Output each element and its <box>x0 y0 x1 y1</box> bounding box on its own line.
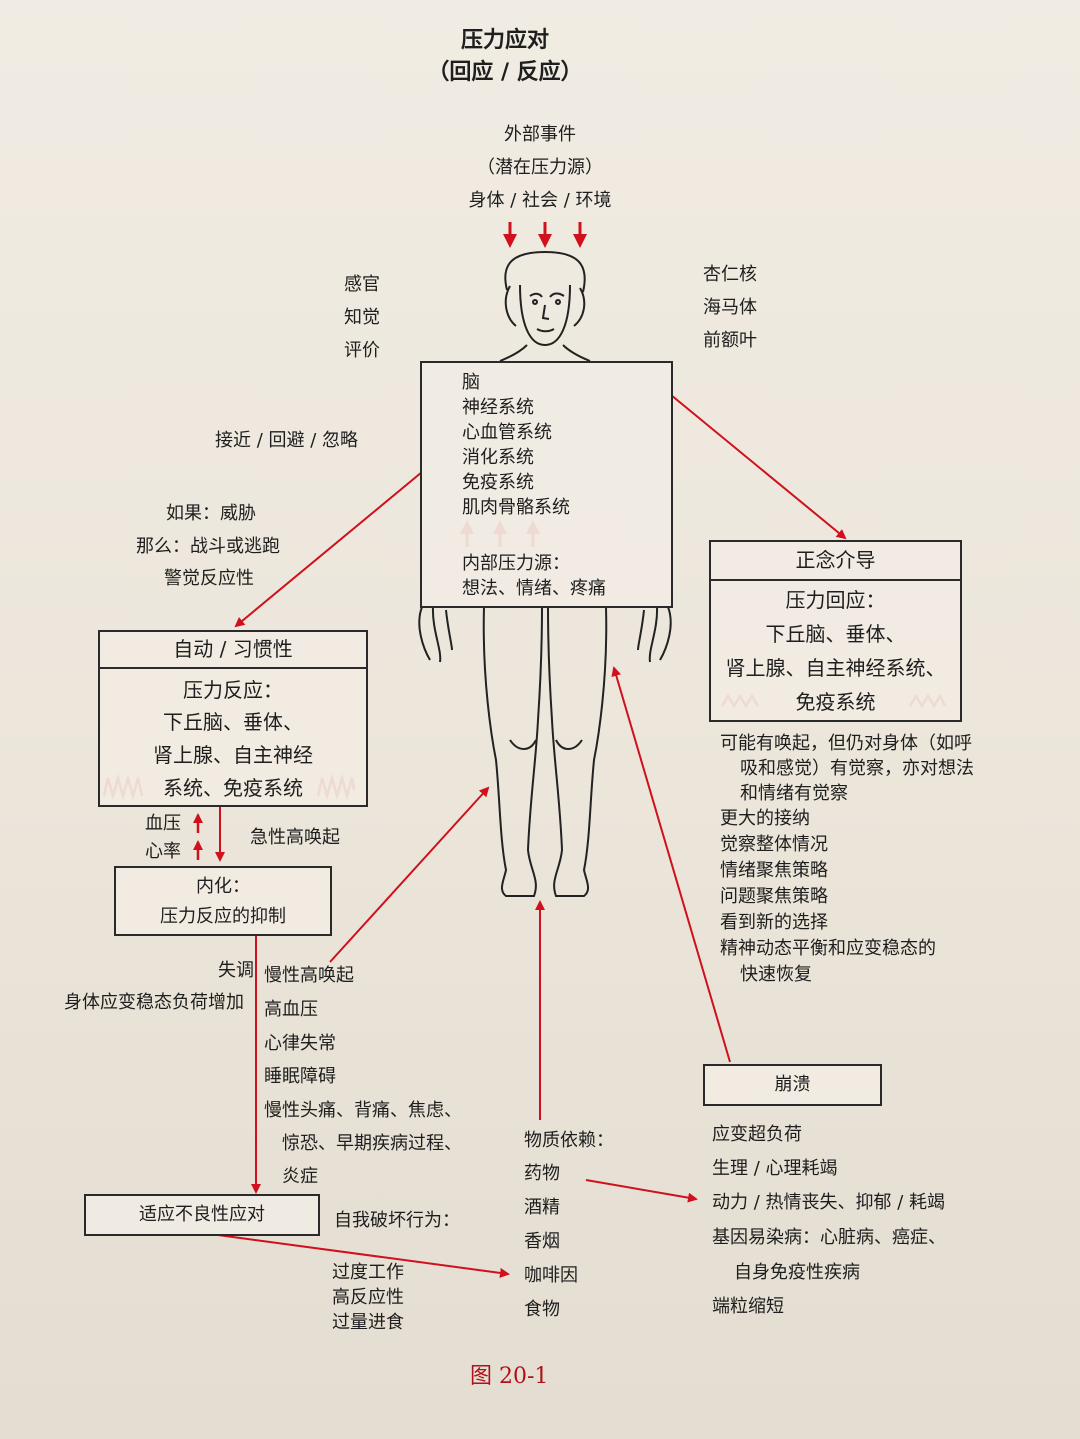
mindful-effect-1a: 可能有唤起，但仍对身体（如呼 <box>720 733 972 754</box>
inflammation: 炎症 <box>282 1166 318 1187</box>
stress-response-title: 压力回应： <box>785 588 886 612</box>
external-event-subtitle: （潜在压力源） <box>477 157 603 178</box>
substance-alcohol: 酒精 <box>524 1197 560 1218</box>
stress-reaction-line1: 下丘脑、垂体、 <box>163 710 303 734</box>
alarm-reactivity: 警觉反应性 <box>164 568 254 589</box>
external-event-types: 身体 / 社会 / 环境 <box>468 190 612 211</box>
diagram-title: 压力应对 <box>460 28 549 53</box>
stress-reaction-line2: 肾上腺、自主神经 <box>153 743 313 767</box>
threat-then: 那么：战斗或逃跑 <box>136 536 280 557</box>
substance-cigarettes: 香烟 <box>524 1231 560 1252</box>
stress-response-line2: 肾上腺、自主神经系统、 <box>725 656 946 680</box>
internalization-box: 内化： 压力反应的抑制 <box>114 866 332 936</box>
collapse-depression: 动力 / 热情丧失、抑郁 / 耗竭 <box>712 1192 946 1213</box>
allostatic-load-label: 身体应变稳态负荷增加 <box>64 992 244 1013</box>
internal-stressors-title: 内部压力源： <box>462 553 570 574</box>
mindful-effect-1c: 和情绪有觉察 <box>740 783 848 804</box>
substance-drugs: 药物 <box>524 1163 560 1184</box>
maladaptive-coping-box: 适应不良性应对 <box>84 1194 320 1236</box>
chronic-hyperarousal: 慢性高唤起 <box>264 965 354 986</box>
internalization-title: 内化： <box>196 876 250 897</box>
mindful-effect-problem-focused: 问题聚焦策略 <box>720 886 828 907</box>
approach-avoid-ignore: 接近 / 回避 / 忽略 <box>215 430 359 451</box>
system-cardiovascular: 心血管系统 <box>462 422 552 443</box>
overwork: 过度工作 <box>332 1262 404 1283</box>
external-arrows <box>503 222 587 248</box>
dysregulation-label: 失调 <box>218 960 254 981</box>
label-appraisal: 评价 <box>344 340 380 361</box>
diagram-subtitle: （回应 / 反应） <box>427 60 583 85</box>
mindful-effect-1b: 吸和感觉）有觉察，亦对想法 <box>740 758 974 779</box>
body-figure <box>418 606 672 897</box>
panic-early-disease: 惊恐、早期疾病过程、 <box>282 1133 462 1154</box>
collapse-exhaustion: 生理 / 心理耗竭 <box>712 1158 838 1179</box>
label-amygdala: 杏仁核 <box>703 264 757 285</box>
collapse-label: 崩溃 <box>774 1074 811 1095</box>
body-systems-box: 脑 神经系统 心血管系统 消化系统 免疫系统 肌肉骨骼系统 内部压力源： 想法、… <box>420 361 673 608</box>
stress-response-line1: 下丘脑、垂体、 <box>765 622 906 646</box>
mindful-effect-recovery-a: 精神动态平衡和应变稳态的 <box>720 938 936 959</box>
flow-arrows <box>215 394 847 1278</box>
system-immune: 免疫系统 <box>462 472 534 493</box>
mindful-effect-new-choices: 看到新的选择 <box>720 912 828 933</box>
mindful-effect-emotion-focused: 情绪聚焦策略 <box>720 860 828 881</box>
stress-response-line3: 免疫系统 <box>795 690 876 714</box>
head-figure <box>499 250 591 362</box>
mindful-effect-acceptance: 更大的接纳 <box>720 808 810 829</box>
mindful-effect-awareness: 觉察整体情况 <box>720 834 828 855</box>
acute-hyperarousal-label: 急性高唤起 <box>250 827 340 848</box>
hypertension: 高血压 <box>264 999 318 1020</box>
internalization-subtitle: 压力反应的抑制 <box>160 906 286 927</box>
automatic-habitual-header: 自动 / 习惯性 <box>100 632 366 669</box>
threat-if: 如果：威胁 <box>166 503 256 524</box>
system-brain: 脑 <box>462 372 480 393</box>
stress-reaction-title: 压力反应： <box>183 678 283 702</box>
maladaptive-coping-label: 适应不良性应对 <box>139 1204 265 1225</box>
label-prefrontal: 前额叶 <box>703 330 757 351</box>
mindfulness-mediated-header: 正念介导 <box>711 542 960 581</box>
external-event-title: 外部事件 <box>504 124 576 145</box>
blood-pressure-label: 血压 <box>145 813 181 834</box>
internal-stressors-items: 想法、情绪、疼痛 <box>462 578 606 599</box>
substance-food: 食物 <box>524 1299 560 1320</box>
high-reactivity: 高反应性 <box>332 1287 404 1308</box>
stress-reaction-line3: 系统、免疫系统 <box>163 776 303 800</box>
chronic-pain-anxiety: 慢性头痛、背痛、焦虑、 <box>264 1100 462 1121</box>
heart-rate-label: 心率 <box>145 841 181 862</box>
substance-caffeine: 咖啡因 <box>524 1265 578 1286</box>
label-perception: 知觉 <box>344 307 380 328</box>
system-digestive: 消化系统 <box>462 447 534 468</box>
arrhythmia: 心律失常 <box>264 1033 336 1054</box>
label-senses: 感官 <box>344 274 380 295</box>
mindfulness-mediated-box: 正念介导 压力回应： 下丘脑、垂体、 肾上腺、自主神经系统、 免疫系统 <box>709 540 962 722</box>
figure-caption: 图 20-1 <box>470 1364 549 1389</box>
self-destructive-label: 自我破坏行为： <box>334 1210 460 1231</box>
collapse-allostatic-overload: 应变超负荷 <box>712 1124 802 1145</box>
substance-dependence-title: 物质依赖： <box>524 1130 614 1151</box>
sleep-disorder: 睡眠障碍 <box>264 1066 336 1087</box>
collapse-genetic-disease: 基因易染病：心脏病、癌症、 <box>712 1227 946 1248</box>
overeating: 过量进食 <box>332 1312 404 1333</box>
mindful-effect-recovery-b: 快速恢复 <box>740 964 812 985</box>
system-nervous: 神经系统 <box>462 397 534 418</box>
collapse-autoimmune: 自身免疫性疾病 <box>734 1262 860 1283</box>
collapse-telomere: 端粒缩短 <box>712 1296 784 1317</box>
automatic-habitual-box: 自动 / 习惯性 压力反应： 下丘脑、垂体、 肾上腺、自主神经 系统、免疫系统 <box>98 630 368 807</box>
label-hippocampus: 海马体 <box>703 297 757 318</box>
system-musculoskeletal: 肌肉骨骼系统 <box>462 497 570 518</box>
collapse-box: 崩溃 <box>703 1064 882 1106</box>
